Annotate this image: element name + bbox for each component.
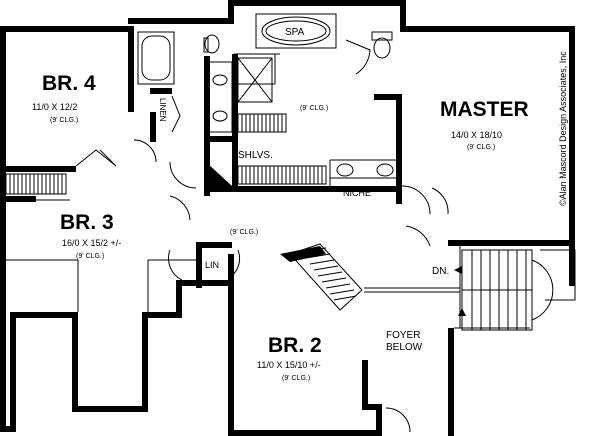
- br4-ceiling: (9' CLG.): [50, 117, 78, 124]
- copyright-text: ©Alan Mascord Design Associates, Inc: [558, 51, 568, 206]
- door-swings: [75, 39, 449, 433]
- br4-name: BR. 4: [42, 72, 96, 95]
- hall-ceiling: (9' CLG.): [230, 229, 258, 236]
- master-ceiling: (9' CLG.): [467, 144, 495, 151]
- br3-ceiling: (9' CLG.): [76, 253, 104, 260]
- thin-lines: [0, 53, 530, 329]
- lin-label: LIN: [205, 260, 219, 270]
- closet-rods: [5, 113, 363, 311]
- master-name: MASTER: [440, 98, 529, 121]
- br2-size: 11/0 X 15/10 +/-: [257, 360, 321, 370]
- br2-ceiling: (9' CLG.): [282, 375, 310, 382]
- niche-label: NICHE: [343, 188, 371, 198]
- foyer-label-line2: BELOW: [386, 342, 423, 353]
- spa-tub: [261, 16, 331, 46]
- foyer-label-line1: FOYER: [386, 330, 420, 341]
- stairs: [454, 249, 576, 331]
- br4-size: 11/0 X 12/2: [32, 102, 77, 112]
- bath-fixtures: [137, 13, 394, 177]
- br3-size: 16/0 X 15/2 +/-: [62, 238, 121, 248]
- walls: [0, 0, 575, 436]
- bath-ceiling: (9' CLG.): [300, 105, 328, 112]
- br3-name: BR. 3: [60, 211, 114, 234]
- down-label: DN.: [432, 266, 449, 277]
- shelves-label: SHLVS.: [238, 150, 273, 161]
- linen-label: LINEN: [158, 98, 167, 122]
- spa-label: SPA: [285, 27, 305, 38]
- br2-name: BR. 2: [268, 334, 322, 357]
- master-size: 14/0 X 18/10: [451, 130, 502, 140]
